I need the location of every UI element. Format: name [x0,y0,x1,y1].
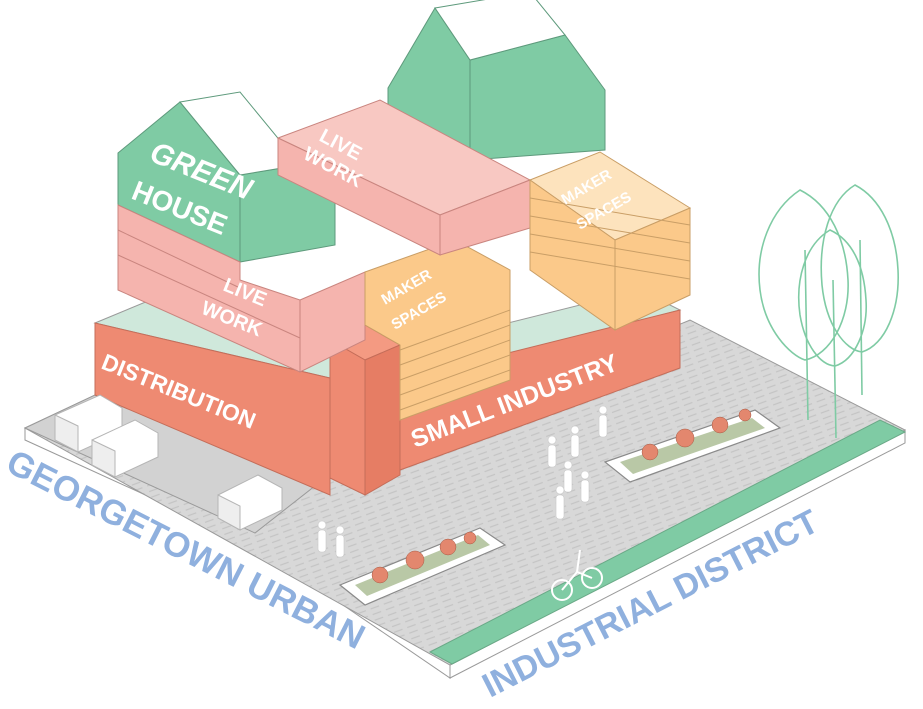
tree-icon [797,229,867,367]
floor-line [117,229,241,289]
truck-icon [217,474,283,531]
maker-right-floors [529,197,691,280]
person-icon [598,405,608,438]
building-mass [93,0,692,496]
tree-trunk [804,249,809,421]
central-tower-left [329,339,366,496]
planter-upper [603,408,782,483]
cyclist-icon [551,549,603,601]
person-icon [563,460,573,493]
person-icon [317,520,327,553]
tree-icon [758,189,849,361]
person-icon [335,525,345,558]
maker-right-front [529,179,616,331]
live-work-mid-side [299,271,366,373]
distribution-block [94,322,331,496]
central-tower-right [364,344,401,496]
person-icon [570,425,580,458]
maker-center-floors [399,309,511,411]
trucks [54,394,283,531]
person-icon [580,470,590,503]
tree-trunk [859,239,863,396]
barn-roof [434,0,566,61]
tree-trunk [832,279,837,439]
green-bikeway [428,419,907,665]
trees [758,184,899,439]
pedestrians [317,405,608,601]
planter-lower [338,527,507,606]
planters [338,408,782,606]
person-icon [555,485,565,520]
person-icon [547,435,557,468]
truck-icon [91,419,159,478]
floor-line [117,254,301,339]
